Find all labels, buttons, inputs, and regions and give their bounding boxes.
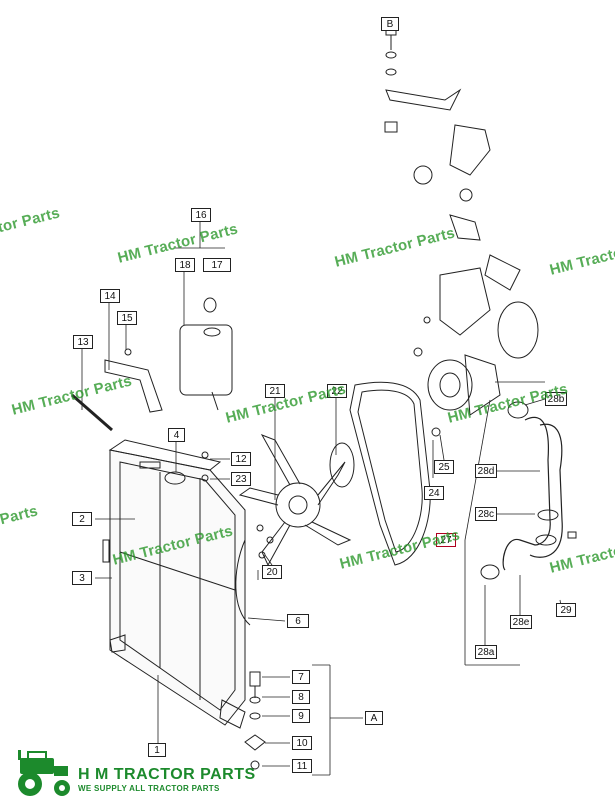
part-label-23: 23 — [231, 472, 251, 486]
fan-shroud-drawing — [235, 539, 251, 626]
part-label-17: 17 — [203, 258, 231, 272]
bracket-drawing — [71, 348, 163, 432]
hoses-drawing — [480, 401, 577, 580]
part-label-21: 21 — [265, 384, 285, 398]
tractor-icon — [18, 750, 70, 796]
part-label-28a: 28a — [475, 645, 497, 659]
part-label-11: 11 — [292, 759, 312, 773]
hardware-drawing — [201, 451, 274, 770]
part-label-28c: 28c — [475, 507, 497, 521]
part-label-1: 1 — [148, 743, 166, 757]
part-label-27: 27 — [436, 533, 456, 547]
part-label-12: 12 — [231, 452, 251, 466]
part-label-29: 29 — [556, 603, 576, 617]
part-label-9: 9 — [292, 709, 310, 723]
part-label-20: 20 — [262, 565, 282, 579]
part-label-4: 4 — [168, 428, 185, 442]
part-label-10: 10 — [292, 736, 312, 750]
part-label-B: B — [381, 17, 399, 31]
radiator-drawing — [102, 439, 246, 729]
part-label-18: 18 — [175, 258, 195, 272]
part-label-8: 8 — [292, 690, 310, 704]
part-label-16: 16 — [191, 208, 211, 222]
part-label-25: 25 — [434, 460, 454, 474]
part-label-3: 3 — [72, 571, 92, 585]
part-label-2: 2 — [72, 512, 92, 526]
part-label-28e: 28e — [510, 615, 532, 629]
water-pump-drawing — [384, 24, 539, 437]
brand-name: H M TRACTOR PARTS — [78, 766, 256, 783]
part-label-6: 6 — [287, 614, 309, 628]
fan-drawing — [238, 434, 355, 567]
part-label-24: 24 — [424, 486, 444, 500]
part-label-A: A — [365, 711, 383, 725]
part-label-28b: 28b — [545, 392, 567, 406]
part-label-28d: 28d — [475, 464, 497, 478]
brand-tagline: WE SUPPLY ALL TRACTOR PARTS — [78, 784, 220, 793]
coolant-reservoir-drawing — [179, 297, 233, 411]
part-label-15: 15 — [117, 311, 137, 325]
part-label-22: 22 — [327, 384, 347, 398]
part-label-14: 14 — [100, 289, 120, 303]
part-label-13: 13 — [73, 335, 93, 349]
part-label-7: 7 — [292, 670, 310, 684]
